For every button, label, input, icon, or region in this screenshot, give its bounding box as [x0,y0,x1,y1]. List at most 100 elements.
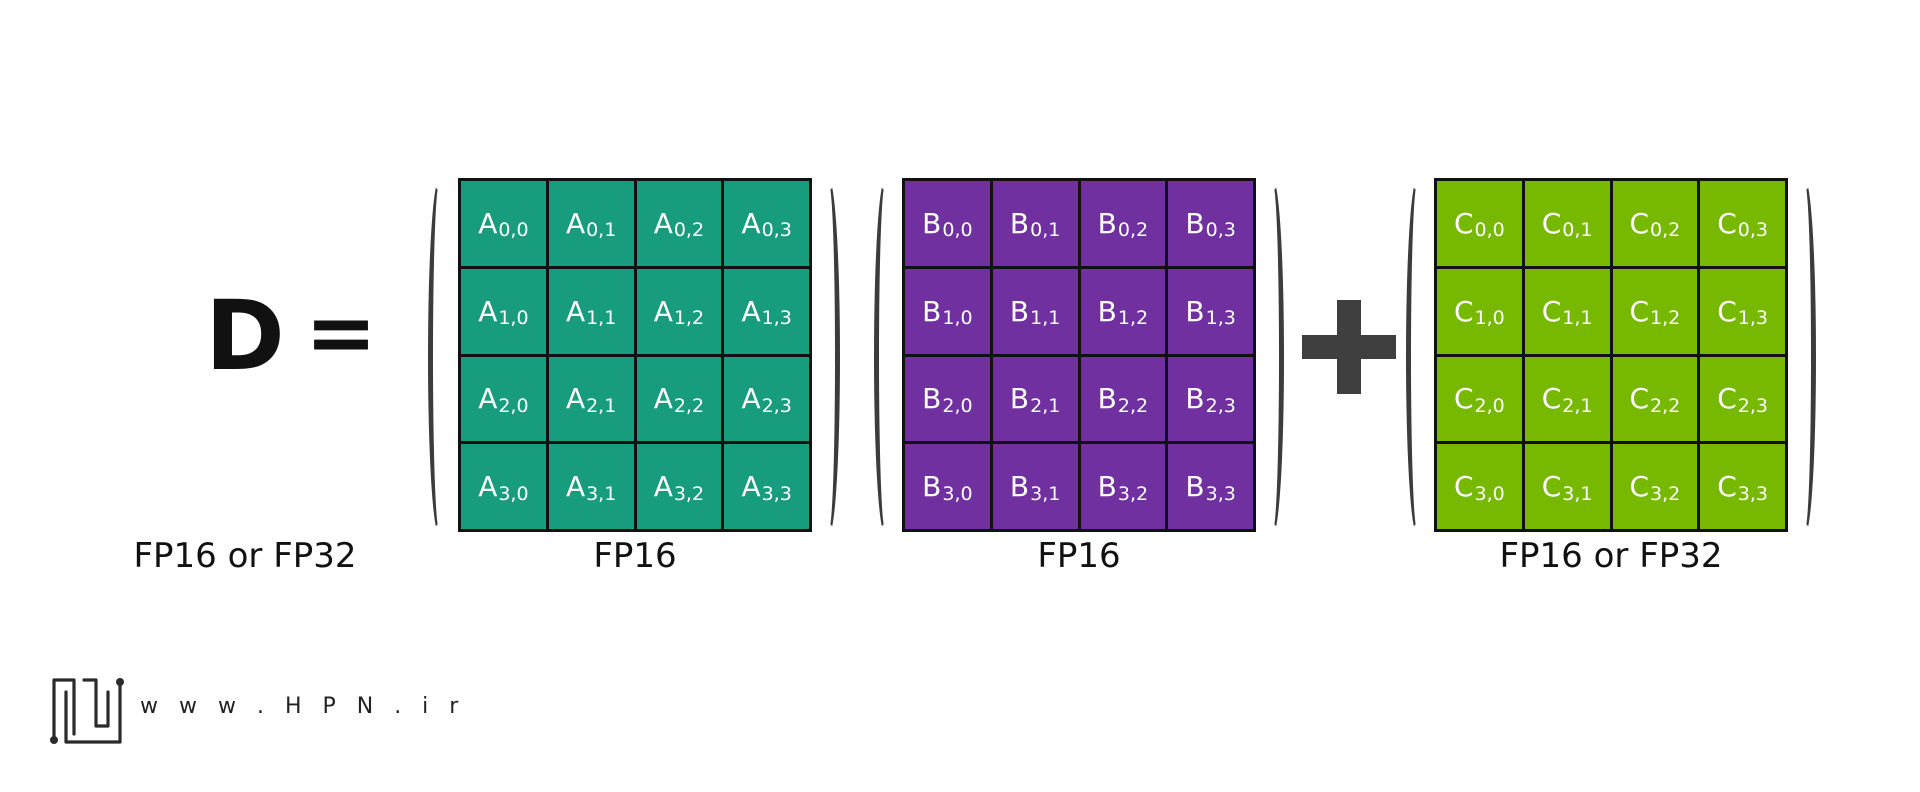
cell-subscript: 0,1 [586,219,617,242]
cell-subscript: 1,0 [942,307,973,330]
cell-letter: C [1629,206,1650,240]
result-matrix-symbol: D [205,280,285,392]
cell-letter: B [1097,294,1117,328]
matrix-b-type-label: FP16 [1037,536,1121,576]
cell-subscript: 3,2 [1650,482,1681,505]
equals-sign: = [305,283,378,383]
cell-subscript: 0,0 [498,219,529,242]
cell-subscript: 2,2 [1117,394,1149,417]
matrix-a-left-paren [428,180,450,534]
cell-subscript: 2,2 [1650,394,1681,417]
cell-letter: A [478,382,498,416]
cell-letter: A [478,470,498,504]
cell-subscript: 3,1 [1030,482,1061,505]
cell-letter: A [653,206,673,240]
cell-letter: C [1541,294,1562,328]
hpn-logo-icon [48,672,128,748]
cell-letter: C [1453,206,1474,240]
cell-subscript: 3,0 [942,482,973,505]
cell-subscript: 2,0 [498,394,529,417]
matrix-c-right-paren [1794,180,1816,534]
cell-letter: C [1717,470,1737,504]
site-url: w w w . H P N . i r [140,694,466,719]
cell-subscript: 3,0 [1474,482,1505,505]
cell-letter: B [922,294,942,328]
cell-letter: A [565,294,586,328]
cell-subscript: 1,2 [1117,307,1149,330]
cell-subscript: 1,3 [1737,307,1769,330]
cell-letter: B [1009,206,1030,240]
cell-letter: B [1185,206,1205,240]
matrix-a-right-paren [818,180,840,534]
cell-subscript: 1,1 [586,307,617,330]
cell-subscript: 2,3 [1737,394,1769,417]
cell-letter: C [1717,294,1737,328]
cell-letter: C [1717,206,1737,240]
cell-subscript: 3,3 [761,482,792,505]
cell-subscript: 0,3 [1737,219,1769,242]
cell-subscript: 3,2 [1117,482,1149,505]
cell-letter: B [1009,470,1030,504]
cell-subscript: 0,3 [761,219,792,242]
cell-letter: A [565,470,586,504]
cell-letter: B [922,470,942,504]
cell-subscript: 0,2 [673,219,705,242]
plus-icon [1302,300,1396,394]
cell-subscript: 0,2 [1650,219,1681,242]
cell-subscript: 1,3 [1205,307,1236,330]
cell-letter: A [478,294,498,328]
cell-letter: A [741,470,761,504]
cell-subscript: 1,3 [761,307,792,330]
matrix-c-left-paren [1406,180,1428,534]
cell-letter: B [922,206,942,240]
cell-subscript: 2,1 [1562,394,1593,417]
cell-subscript: 2,3 [1205,394,1236,417]
cell-letter: A [741,294,761,328]
cell-letter: A [653,382,673,416]
matrix-b-left-paren [874,180,896,534]
cell-subscript: 2,3 [761,394,792,417]
cell-subscript: 0,1 [1562,219,1593,242]
cell-subscript: 1,0 [498,307,529,330]
cell-subscript: 1,0 [1474,307,1505,330]
cell-subscript: 0,0 [1474,219,1505,242]
